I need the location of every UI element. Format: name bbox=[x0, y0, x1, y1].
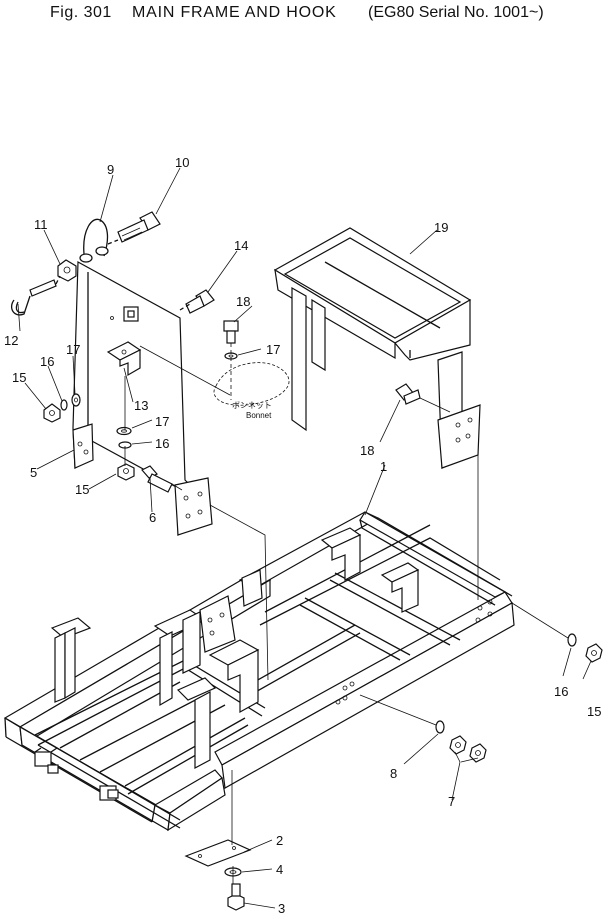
callout-13: 13 bbox=[134, 398, 148, 413]
callout-10: 10 bbox=[175, 155, 189, 170]
bracket-13 bbox=[106, 341, 142, 377]
pin-12 bbox=[10, 279, 57, 316]
callout-6: 6 bbox=[149, 510, 156, 525]
bonnet-support-19 bbox=[273, 227, 481, 469]
bolt-18-top bbox=[223, 320, 239, 344]
callout-15-left: 15 bbox=[12, 370, 26, 385]
right-hardware bbox=[435, 633, 603, 763]
callout-18-right: 18 bbox=[360, 443, 374, 458]
figure-header: Fig. 301 MAIN FRAME AND HOOK (EG80 Seria… bbox=[0, 0, 603, 26]
callout-12: 12 bbox=[4, 333, 18, 348]
side-stay-5 bbox=[72, 261, 213, 536]
callout-17-left: 17 bbox=[66, 342, 80, 357]
callout-17-center: 17 bbox=[155, 414, 169, 429]
callout-7: 7 bbox=[448, 794, 455, 809]
callout-17-top: 17 bbox=[266, 342, 280, 357]
bonnet-label-en: Bonnet bbox=[246, 411, 272, 420]
callout-numbers: 9 10 11 12 14 19 18 17 17 16 15 13 17 16… bbox=[4, 155, 601, 915]
callout-16-center: 16 bbox=[155, 436, 169, 451]
washers-nuts-center bbox=[116, 426, 135, 481]
callout-8: 8 bbox=[390, 766, 397, 781]
figure-title: MAIN FRAME AND HOOK bbox=[132, 4, 337, 21]
nut-11 bbox=[57, 259, 77, 282]
bonnet-outline: ボンネット Bonnet bbox=[213, 362, 290, 420]
washers-nuts-left bbox=[43, 393, 81, 423]
main-frame bbox=[3, 511, 515, 832]
callout-15-right: 15 bbox=[587, 704, 601, 719]
callout-16-left: 16 bbox=[40, 354, 54, 369]
hook-shackle-9 bbox=[79, 218, 109, 263]
callout-18-top: 18 bbox=[236, 294, 250, 309]
callout-5: 5 bbox=[30, 465, 37, 480]
bolt-14 bbox=[185, 289, 215, 314]
callout-11: 11 bbox=[34, 217, 48, 232]
callout-16-right: 16 bbox=[554, 684, 568, 699]
callout-1: 1 bbox=[380, 459, 387, 474]
callout-4: 4 bbox=[276, 862, 283, 877]
callout-3: 3 bbox=[278, 901, 285, 915]
callout-19: 19 bbox=[434, 220, 448, 235]
figure-number: Fig. 301 bbox=[50, 4, 112, 21]
callout-14: 14 bbox=[234, 238, 248, 253]
bottom-plate-2 bbox=[184, 839, 252, 867]
callout-2: 2 bbox=[276, 833, 283, 848]
bonnet-label-jp: ボンネット bbox=[232, 401, 272, 410]
callout-9: 9 bbox=[107, 162, 114, 177]
serial-range: (EG80 Serial No. 1001~) bbox=[368, 4, 544, 21]
bolt-6 bbox=[141, 465, 173, 493]
callout-15-center: 15 bbox=[75, 482, 89, 497]
leader-lines bbox=[17, 167, 592, 909]
bolt-3 bbox=[227, 883, 245, 911]
bolt-10 bbox=[117, 211, 161, 243]
